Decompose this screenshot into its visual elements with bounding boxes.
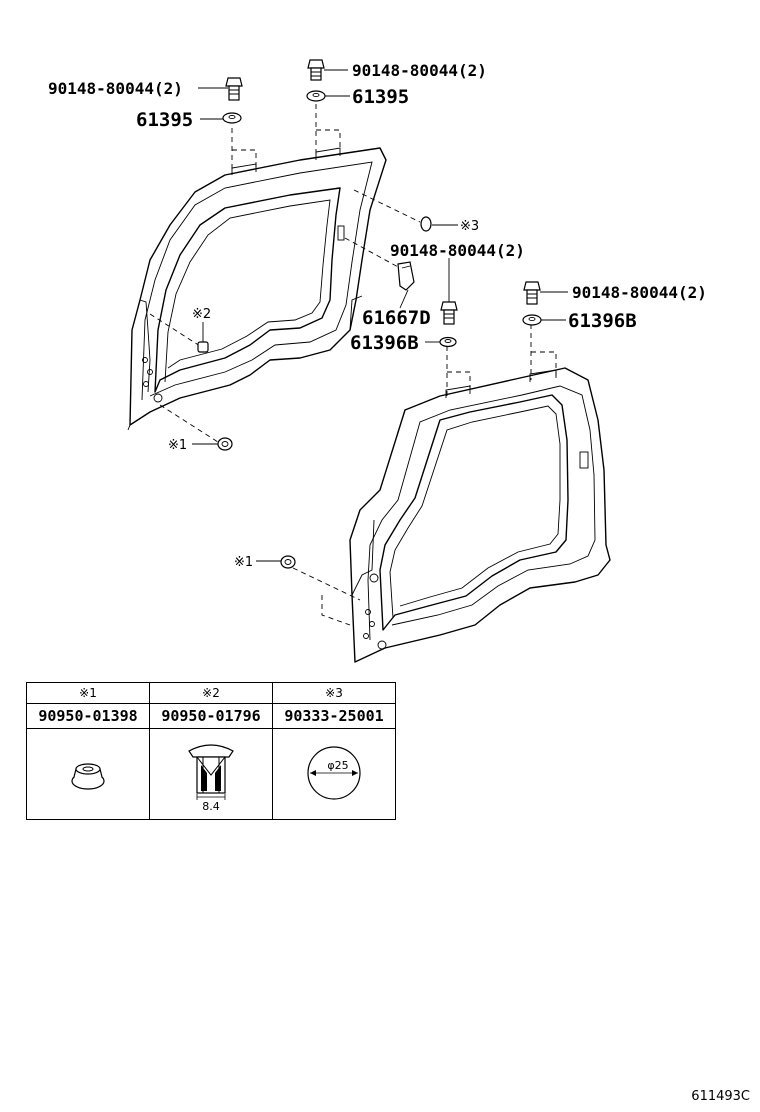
seal-dimension: φ25	[327, 759, 348, 772]
washer-right	[522, 314, 542, 326]
front-door-opening-frame	[127, 147, 387, 431]
clip-ref2	[197, 341, 209, 353]
legend-ref-3: ※3	[272, 682, 396, 704]
label-ref2: ※2	[192, 307, 211, 322]
bolt-right	[523, 281, 541, 305]
clip-dimension: 8.4	[202, 800, 220, 813]
label-bolt-top-left: 90148-80044(2)	[48, 79, 183, 98]
round-seal-icon: φ25	[307, 746, 361, 800]
washer-mid	[439, 336, 457, 348]
label-washer-top-left: 61395	[136, 109, 193, 131]
legend-image-1	[26, 728, 150, 820]
label-ref1-lower: ※1	[234, 555, 253, 570]
label-washer-right: 61396B	[568, 310, 637, 332]
legend-table: ※1 ※2 ※3 90950-01398 90950-01796 90333-2…	[26, 682, 396, 820]
label-ref3: ※3	[460, 219, 479, 234]
label-bolt-top-center: 90148-80044(2)	[352, 61, 487, 80]
label-clip-61667d: 61667D	[362, 307, 431, 329]
legend-ref-1: ※1	[26, 682, 150, 704]
rear-leader-lines	[292, 324, 557, 626]
rear-door-opening-frame	[349, 367, 611, 663]
legend-image-2: 8.4	[149, 728, 273, 820]
seal-ref3	[420, 216, 432, 232]
grommet-ref1-lower	[280, 555, 296, 569]
bolt-mid-center	[440, 301, 458, 325]
grommet-icon	[71, 763, 105, 790]
front-leader-lines	[149, 104, 421, 443]
bolt-top-center	[307, 59, 325, 81]
illustration-id: 611493C	[691, 1089, 750, 1104]
label-ref1-upper: ※1	[168, 438, 187, 453]
grommet-ref1-upper	[217, 437, 233, 451]
legend-part-no-2: 90950-01796	[149, 703, 273, 729]
clip-61667d	[397, 261, 415, 291]
label-washer-top-center: 61395	[352, 86, 409, 108]
legend-part-no-3: 90333-25001	[272, 703, 396, 729]
bolt-top-left	[225, 77, 243, 101]
label-bolt-mid-center: 90148-80044(2)	[390, 241, 525, 260]
label-washer-mid: 61396B	[350, 332, 419, 354]
washer-top-left	[222, 112, 242, 124]
label-leaders	[192, 69, 568, 562]
legend-image-3: φ25	[272, 728, 396, 820]
clip-icon: 8.4	[188, 744, 234, 813]
legend-part-no-1: 90950-01398	[26, 703, 150, 729]
label-bolt-right: 90148-80044(2)	[572, 283, 707, 302]
legend-ref-2: ※2	[149, 682, 273, 704]
washer-top-center	[306, 90, 326, 102]
